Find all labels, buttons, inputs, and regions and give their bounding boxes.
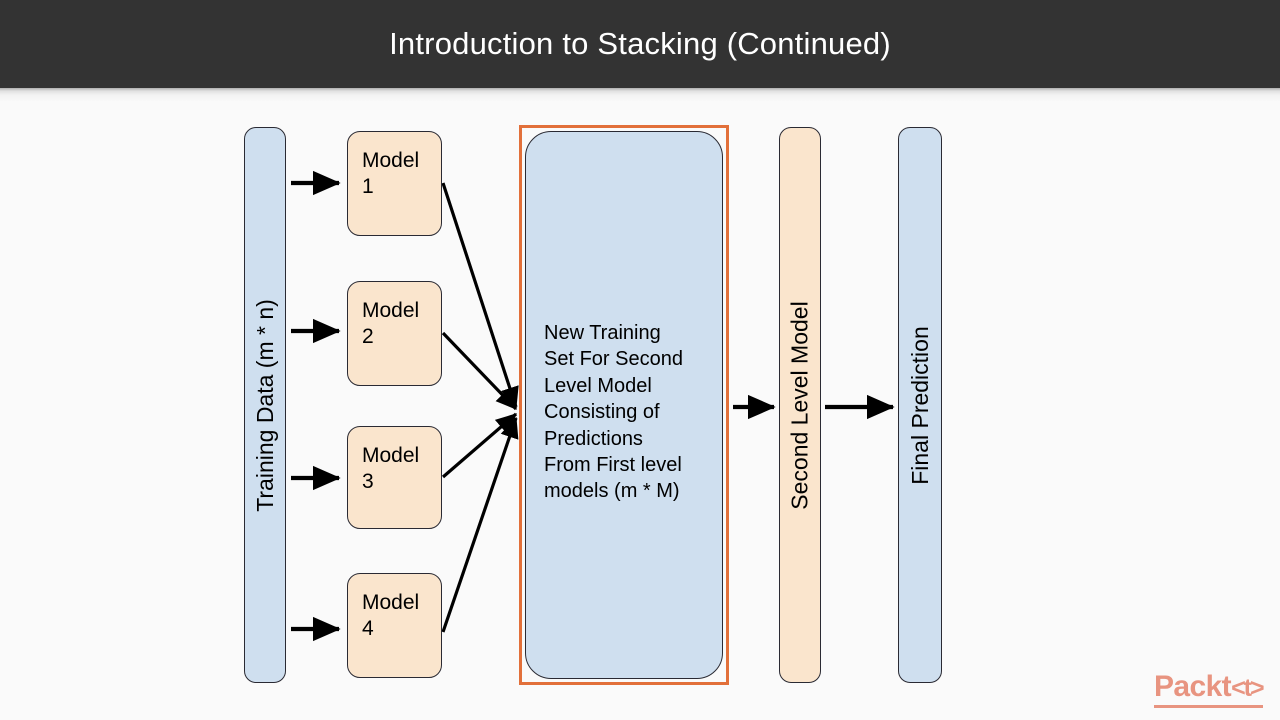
training-data-label: Training Data (m * n) <box>251 298 278 512</box>
model-3-box[interactable]: Model 3 <box>347 426 442 529</box>
model-4-label: Model 4 <box>362 591 420 641</box>
arrow-model-2-to-set <box>441 331 518 411</box>
new-training-set-box[interactable]: New Training Set For Second Level Model … <box>525 131 723 679</box>
new-training-set-label: New Training Set For Second Level Model … <box>544 322 683 503</box>
model-1-box[interactable]: Model 1 <box>347 131 442 236</box>
model-2-box[interactable]: Model 2 <box>347 281 442 386</box>
arrow-model-1-to-set <box>441 182 519 409</box>
packt-logo: Packt<t> <box>1154 670 1265 708</box>
final-prediction-bar[interactable]: Final Prediction <box>898 127 942 683</box>
training-data-bar[interactable]: Training Data (m * n) <box>244 127 286 683</box>
model-1-label: Model 1 <box>362 149 420 199</box>
page-title: Introduction to Stacking (Continued) <box>389 26 891 61</box>
title-bar: Introduction to Stacking (Continued) <box>0 0 1280 88</box>
arrow-model-4-to-set <box>441 416 519 633</box>
model-2-label: Model 2 <box>362 299 420 349</box>
second-level-model-label: Second Level Model <box>786 300 813 510</box>
model-4-box[interactable]: Model 4 <box>347 573 442 678</box>
packt-logo-wordmark: Packt <box>1154 670 1232 703</box>
model-3-label: Model 3 <box>362 444 420 494</box>
arrow-model-3-to-set <box>441 412 518 479</box>
second-level-model-bar[interactable]: Second Level Model <box>779 127 821 683</box>
new-training-set-selection-outline[interactable] <box>519 125 729 685</box>
final-prediction-label: Final Prediction <box>906 325 933 485</box>
packt-logo-mark: <t> <box>1231 674 1265 702</box>
